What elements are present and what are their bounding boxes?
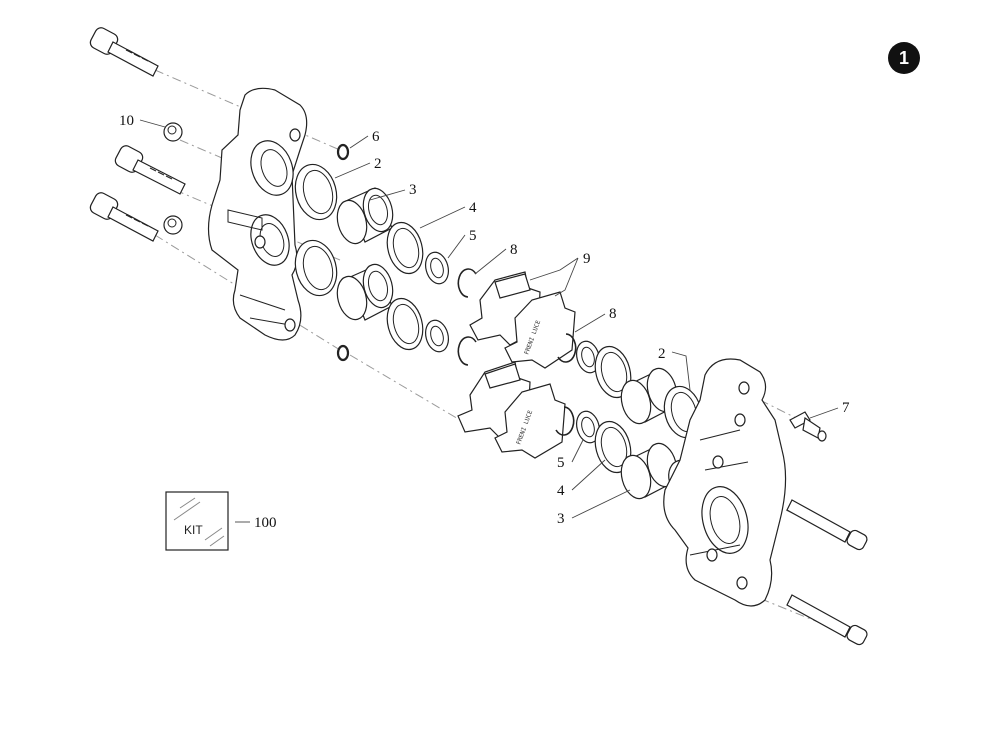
seal-left-top (294, 163, 338, 221)
piston-left-bottom (336, 263, 394, 321)
circlip-right-bottom (555, 406, 575, 436)
ring-right-bottom (575, 410, 601, 444)
callout-3-left: 3 (409, 182, 417, 198)
callout-5-left: 5 (469, 228, 477, 244)
caliper-half-left (207, 87, 308, 341)
callout-9: 9 (583, 251, 591, 267)
page-number-badge: 1 (888, 42, 920, 74)
seal-left-bottom (294, 239, 338, 297)
circlip-left-top (457, 268, 477, 298)
circlip-right-top (557, 333, 577, 363)
leader-lines (139, 119, 839, 523)
bolt-left-bottom (89, 192, 159, 242)
callout-4-right: 4 (557, 483, 565, 499)
kit-label: KIT (184, 523, 203, 537)
callout-labels: 10 6 2 3 4 5 8 9 8 2 7 5 4 3 100 (119, 113, 850, 531)
bleed-cap-top (163, 122, 183, 142)
ring-right-top (575, 340, 601, 374)
caliper-half-right (663, 358, 787, 607)
dust-seal-right-top (594, 345, 632, 399)
bolt-left-top (89, 27, 159, 77)
callout-7: 7 (842, 400, 850, 416)
bolt-right-bottom (786, 594, 868, 646)
bleed-valve (789, 411, 827, 442)
callout-100: 100 (254, 515, 277, 531)
bleed-cap-bottom (163, 215, 183, 235)
o-ring-top (336, 143, 350, 161)
piston-left-top (336, 187, 394, 245)
dust-seal-left-top (386, 221, 424, 275)
callout-8-right: 8 (609, 306, 617, 322)
kit-box: KIT (165, 491, 229, 551)
piston-right-bottom (620, 442, 678, 500)
callout-2-right: 2 (658, 346, 666, 362)
bolt-right-top (786, 499, 868, 551)
callout-2-left: 2 (374, 156, 382, 172)
callout-3-right: 3 (557, 511, 565, 527)
callout-6: 6 (372, 129, 380, 145)
callout-8-left: 8 (510, 242, 518, 258)
circlip-left-bottom (457, 336, 477, 366)
callout-4-left: 4 (469, 200, 477, 216)
ring-left-bottom (424, 319, 450, 353)
dust-seal-left-bottom (386, 297, 424, 351)
bolt-left-middle (114, 145, 186, 195)
o-ring-bottom (336, 344, 350, 362)
brake-pad-lower-front: FRENI LUCE (494, 383, 566, 459)
ring-left-top (424, 251, 450, 285)
callout-10: 10 (119, 113, 134, 129)
callout-5-right: 5 (557, 455, 565, 471)
page-number: 1 (899, 48, 909, 68)
dust-seal-right-bottom (594, 420, 632, 474)
